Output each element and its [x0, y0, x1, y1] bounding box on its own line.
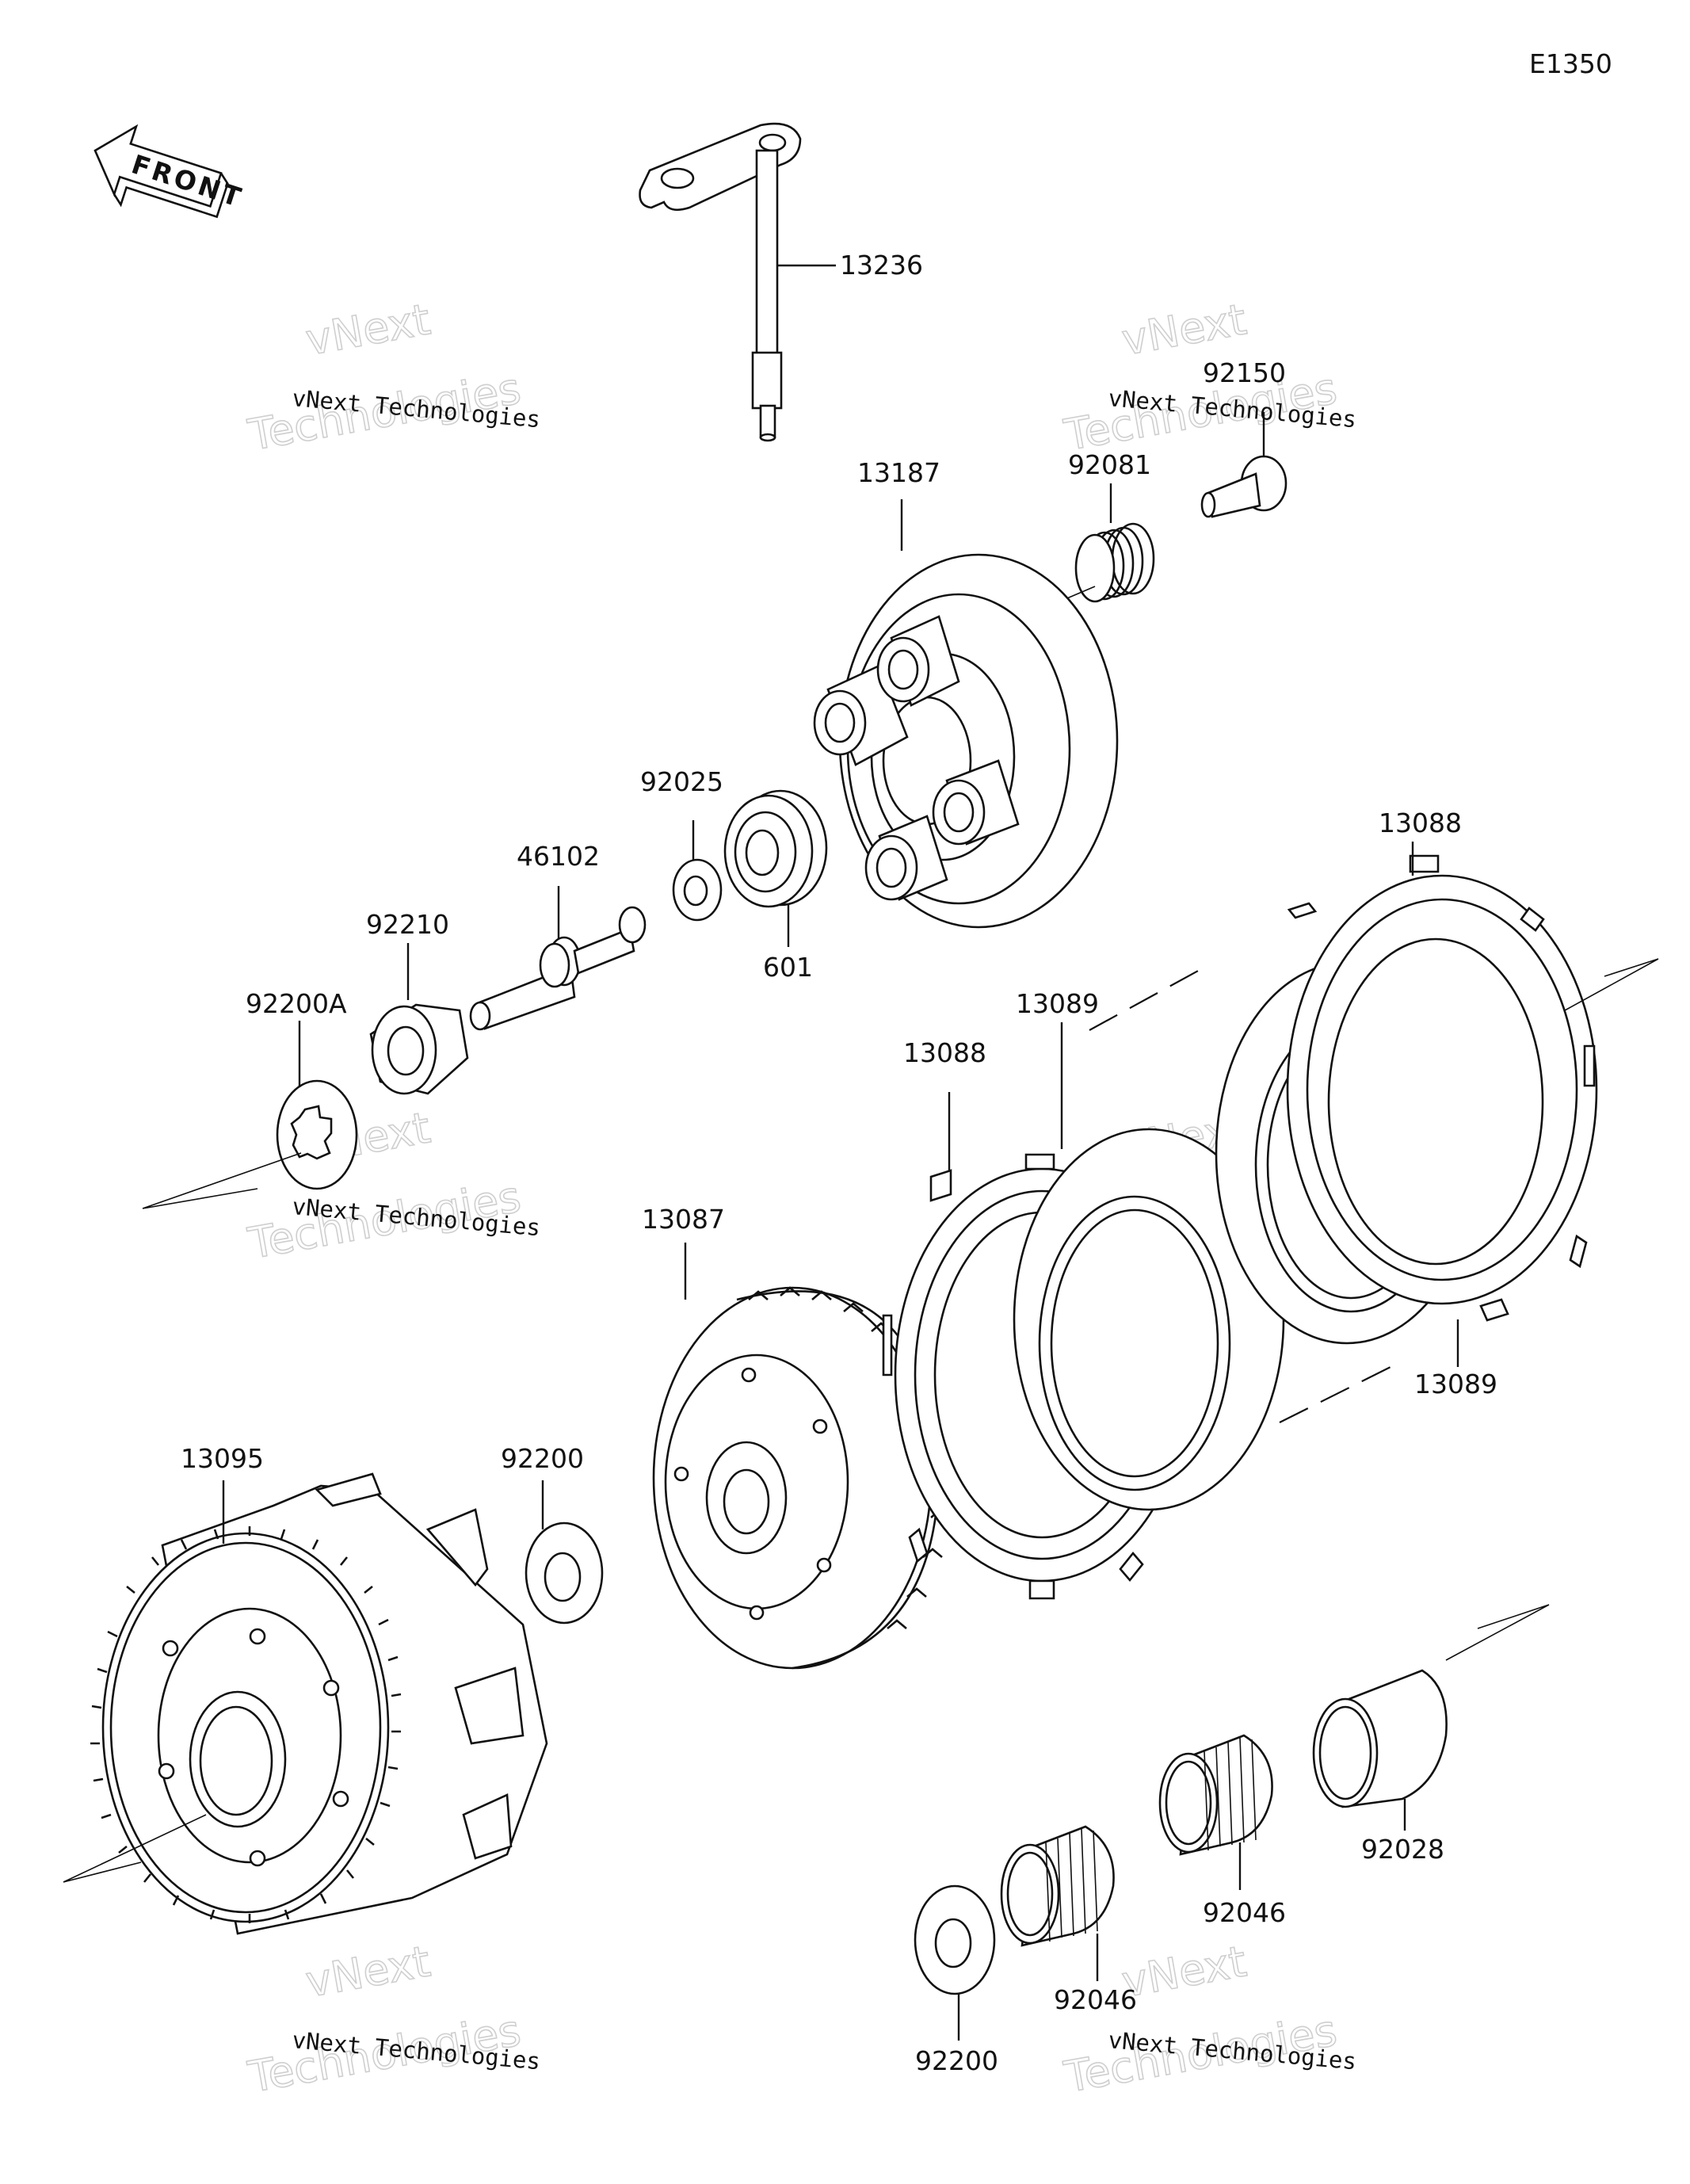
part-92200A-lock-washer [276, 1079, 358, 1190]
front-label: FRONT [128, 148, 247, 213]
label-92028: 92028 [1361, 1834, 1444, 1865]
label-13095: 13095 [181, 1443, 264, 1474]
watermark-top-left: vNext Technologies vNext Technologies [244, 294, 542, 461]
label-92081: 92081 [1068, 449, 1151, 480]
part-92150-bolt [1200, 455, 1288, 518]
label-46102: 46102 [517, 841, 600, 872]
part-92028-sleeve [1312, 1669, 1448, 1808]
part-13089-steel-plate-mid [1013, 1128, 1285, 1511]
part-13088-friction-plate-top [1286, 854, 1598, 1322]
part-92025-washer [672, 858, 723, 922]
label-13187: 13187 [857, 457, 940, 488]
watermark-bottom-left: vNext Technologies vNext Technologies [244, 1936, 542, 2103]
label-92200-mid: 92200 [501, 1443, 584, 1474]
part-92081-spring [1074, 522, 1155, 603]
label-13087: 13087 [642, 1204, 725, 1235]
label-13088-top: 13088 [1379, 808, 1462, 838]
part-92210-nut [369, 1003, 469, 1095]
diagram-code: E1350 [1529, 48, 1612, 79]
label-92200-bottom: 92200 [915, 2045, 998, 2076]
part-13187-pressure-plate [813, 553, 1119, 929]
pressure-plate-boss-3 [932, 759, 1020, 846]
label-13089-right: 13089 [1414, 1369, 1497, 1399]
label-92200A: 92200A [246, 988, 347, 1019]
part-92046-needle-bearing-right [1158, 1734, 1273, 1856]
part-46102-push-rod [469, 906, 647, 1031]
label-92046-right: 92046 [1203, 1897, 1286, 1928]
axis-dash-lower [1279, 1362, 1399, 1423]
watermark-line1: vNext [1118, 1936, 1249, 2006]
pressure-plate-boss-4 [864, 815, 948, 901]
watermark-line1: vNext [302, 294, 433, 365]
axis-arrow-left-upper [142, 1152, 302, 1209]
axis-arrow-right-upper [1564, 958, 1659, 1011]
part-92200-washer-mid [525, 1522, 604, 1625]
label-92210: 92210 [366, 909, 449, 940]
watermark-bottom-right: vNext Technologies vNext Technologies [1060, 1936, 1358, 2103]
pressure-plate-boss-2 [876, 615, 960, 707]
label-601: 601 [763, 952, 813, 983]
housing-gear-teeth [90, 1526, 402, 1923]
part-13236-release-shaft [639, 122, 802, 442]
watermark-line1: vNext [302, 1936, 433, 2006]
axis-arrow-right-lower [1445, 1604, 1550, 1661]
label-13089-mid: 13089 [1016, 988, 1099, 1019]
label-13236: 13236 [840, 250, 923, 281]
label-92025: 92025 [640, 766, 723, 797]
watermark-line1: vNext [1118, 294, 1249, 365]
axis-arrow-left-lower [63, 1814, 207, 1883]
part-92046-needle-bearing-bottom [1000, 1825, 1115, 1947]
label-92150: 92150 [1203, 357, 1286, 388]
part-601-bearing [723, 789, 828, 908]
label-92046-bottom: 92046 [1054, 1984, 1137, 2015]
part-92200-washer-bottom [914, 1884, 996, 1995]
part-13087-clutch-hub [652, 1286, 953, 1670]
part-13095-clutch-housing [90, 1472, 548, 1935]
label-13088-mid: 13088 [903, 1037, 986, 1068]
axis-dash-upper [1089, 964, 1209, 1031]
front-arrow: FRONT [93, 124, 247, 219]
